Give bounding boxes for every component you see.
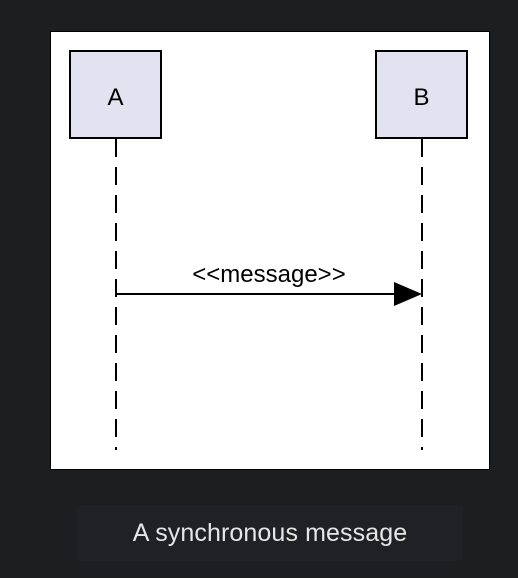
caption: A synchronous message	[77, 505, 463, 561]
participant-b: B	[375, 50, 468, 139]
message-a-to-b: <<message>>	[116, 261, 422, 306]
participant-a-label: A	[107, 84, 123, 111]
participant-a-box	[69, 50, 162, 139]
message-label: <<message>>	[192, 261, 345, 288]
participant-a: A	[69, 50, 162, 139]
caption-text: A synchronous message	[132, 518, 408, 547]
filled-arrowhead-icon	[394, 282, 422, 306]
participant-b-label: B	[413, 84, 429, 111]
participant-b-box	[375, 50, 468, 139]
